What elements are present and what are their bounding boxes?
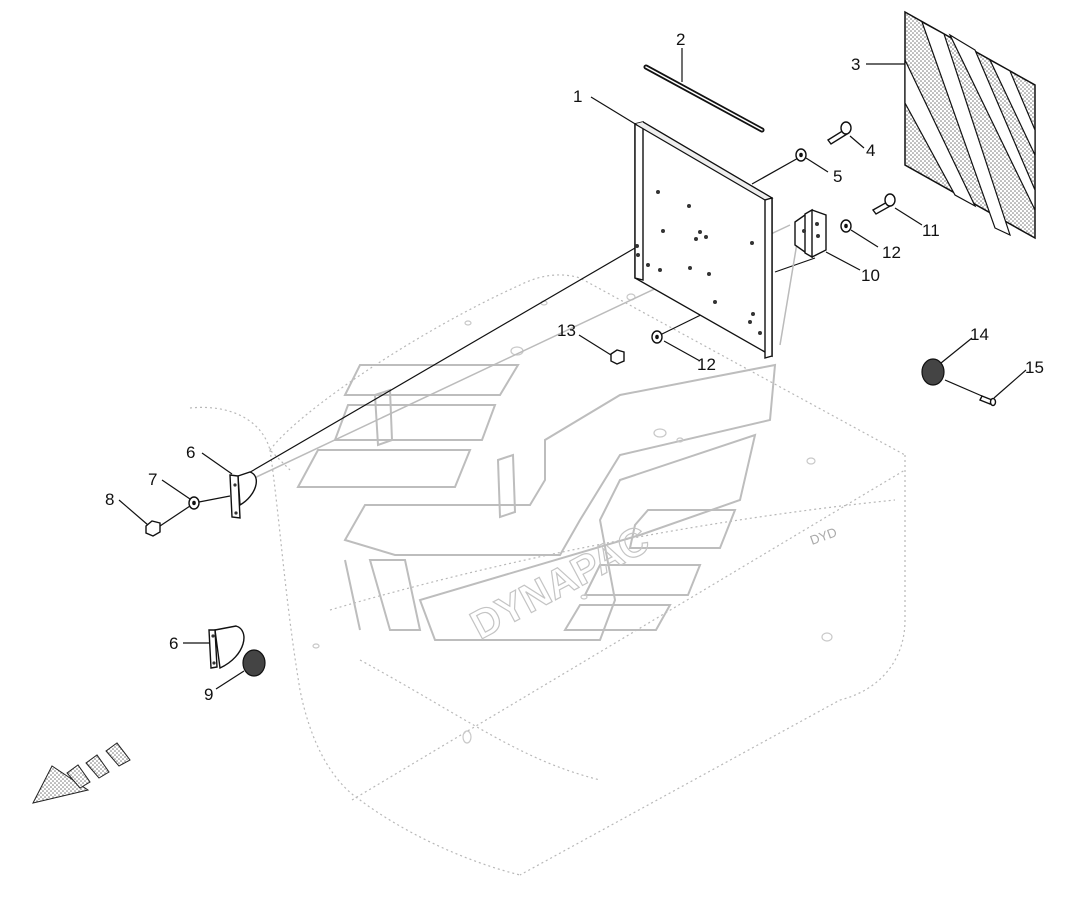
callout-10: 10 [861,266,880,285]
callout-9: 9 [204,685,213,704]
bolt-part-11[interactable] [871,193,896,215]
washer-part-12[interactable] [651,219,852,344]
callout-8: 8 [105,490,114,509]
callout-7: 7 [148,470,157,489]
callout-14: 14 [970,325,989,344]
callout-3: 3 [851,55,860,74]
machine-hood-outline: DYNAPAC DYD [189,274,906,876]
reflector-bracket-part-6-upper[interactable] [229,471,258,519]
dyd-mark: DYD [808,524,839,547]
callout-4: 4 [866,141,875,160]
reflector-part-9[interactable] [242,649,266,677]
washer-part-7[interactable] [188,495,231,510]
callout-15: 15 [1025,358,1044,377]
callout-13: 13 [557,321,576,340]
callout-labels: 1 2 3 4 5 6 6 7 8 9 10 11 12 12 13 14 15 [105,30,1044,704]
callout-6-lower: 6 [169,634,178,653]
warning-sign-part-3[interactable] [904,10,1036,240]
nut-part-13[interactable] [610,349,625,365]
callout-12-upper: 12 [882,243,901,262]
plate-part-1[interactable] [634,121,774,359]
rubber-strip-part-2[interactable] [643,64,765,133]
callout-11: 11 [922,221,940,240]
brand-text: DYNAPAC [464,518,657,648]
reflector-part-14[interactable] [921,358,945,386]
screw-part-15[interactable] [944,379,997,407]
washer-part-5[interactable] [795,148,807,162]
bracket-part-10[interactable] [794,208,827,259]
direction-arrow-icon [32,742,131,804]
callout-12-lower: 12 [697,355,716,374]
callout-6-upper: 6 [186,443,195,462]
reflector-bracket-part-6-lower[interactable] [208,625,245,670]
callout-1: 1 [573,87,582,106]
callout-leaders [118,48,1027,690]
callout-2: 2 [676,30,685,49]
bolt-part-4[interactable] [826,121,852,145]
callout-5: 5 [833,167,842,186]
nut-part-8[interactable] [145,505,191,537]
